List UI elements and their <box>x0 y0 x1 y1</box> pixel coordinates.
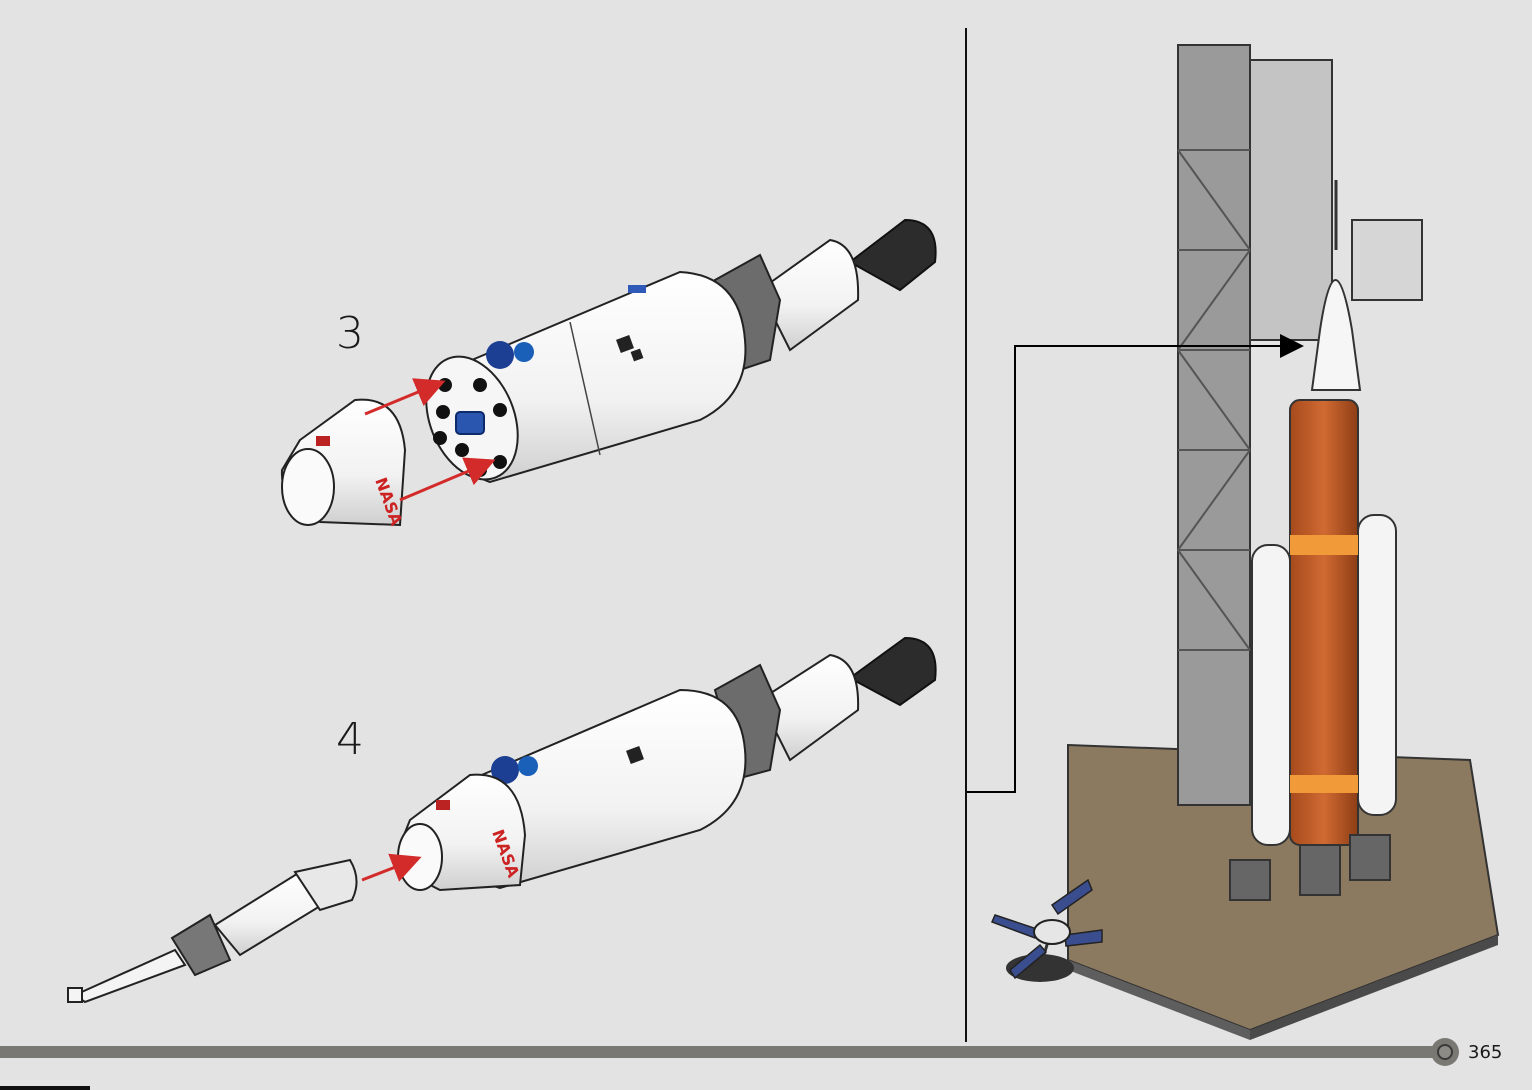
page-number: 365 <box>1468 1042 1502 1063</box>
footer-bar <box>0 1046 1440 1058</box>
panel-divider <box>965 28 967 1042</box>
bottom-strip <box>0 1086 90 1090</box>
step4-service-module: NASA <box>398 638 936 890</box>
step3-service-module <box>409 220 936 493</box>
completed-launch-tower-model <box>1068 45 1498 1040</box>
step-number-3: 3 <box>336 308 364 359</box>
step-number-4: 4 <box>336 714 364 765</box>
step3-crew-capsule: NASA <box>282 400 406 529</box>
page-badge-icon <box>1431 1038 1459 1066</box>
step4-launch-abort-system <box>68 860 357 1002</box>
